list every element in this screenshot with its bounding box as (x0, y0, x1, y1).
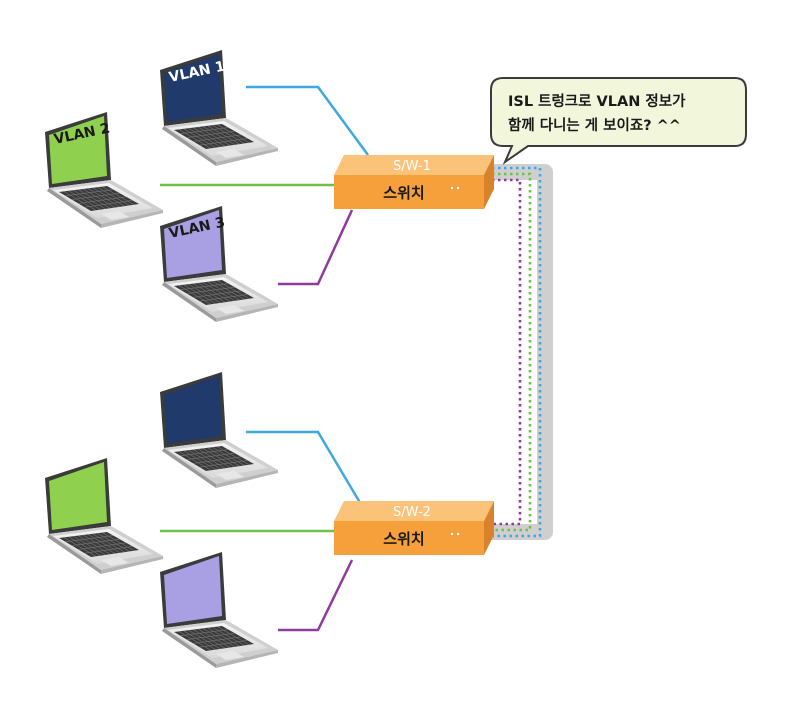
laptop: VLAN 3 (160, 206, 278, 322)
laptop-touchpad (216, 305, 244, 314)
laptop-touchpad (101, 211, 129, 220)
isl-trunk-link (478, 164, 553, 540)
bubble-line-2: 함께 다니는 게 보이죠? ^^ (508, 117, 681, 134)
laptop: VLAN 2 (45, 112, 163, 228)
laptop-touchpad (216, 471, 244, 480)
laptop-screen (49, 116, 107, 184)
laptop: VLAN 1 (160, 50, 278, 166)
laptop-touchpad (216, 651, 244, 660)
access-links-top (160, 85, 370, 286)
laptop (160, 552, 278, 668)
laptop-screen (164, 376, 222, 444)
laptop-screen (164, 556, 222, 624)
switch-sw2[interactable]: S/W-2 스위치 (334, 501, 494, 555)
laptop (160, 372, 278, 488)
access-links-bottom (160, 430, 364, 632)
switch-name: S/W-1 (393, 159, 431, 174)
laptop-screen (49, 462, 107, 530)
laptops-bottom (45, 372, 278, 668)
switch-name: S/W-2 (393, 505, 431, 520)
laptop-touchpad (216, 149, 244, 158)
laptop-screen (164, 54, 222, 122)
laptop-screen (164, 210, 222, 278)
laptop (45, 458, 163, 574)
bubble-line-1: ISL 트렁크로 VLAN 정보가 (508, 92, 686, 110)
laptop-touchpad (101, 557, 129, 566)
switch-title: 스위치 (383, 530, 424, 548)
switch-title: 스위치 (383, 184, 424, 202)
speech-bubble: ISL 트렁크로 VLAN 정보가 함께 다니는 게 보이죠? ^^ (490, 77, 747, 165)
switch-sw1[interactable]: S/W-1 스위치 (334, 155, 494, 209)
